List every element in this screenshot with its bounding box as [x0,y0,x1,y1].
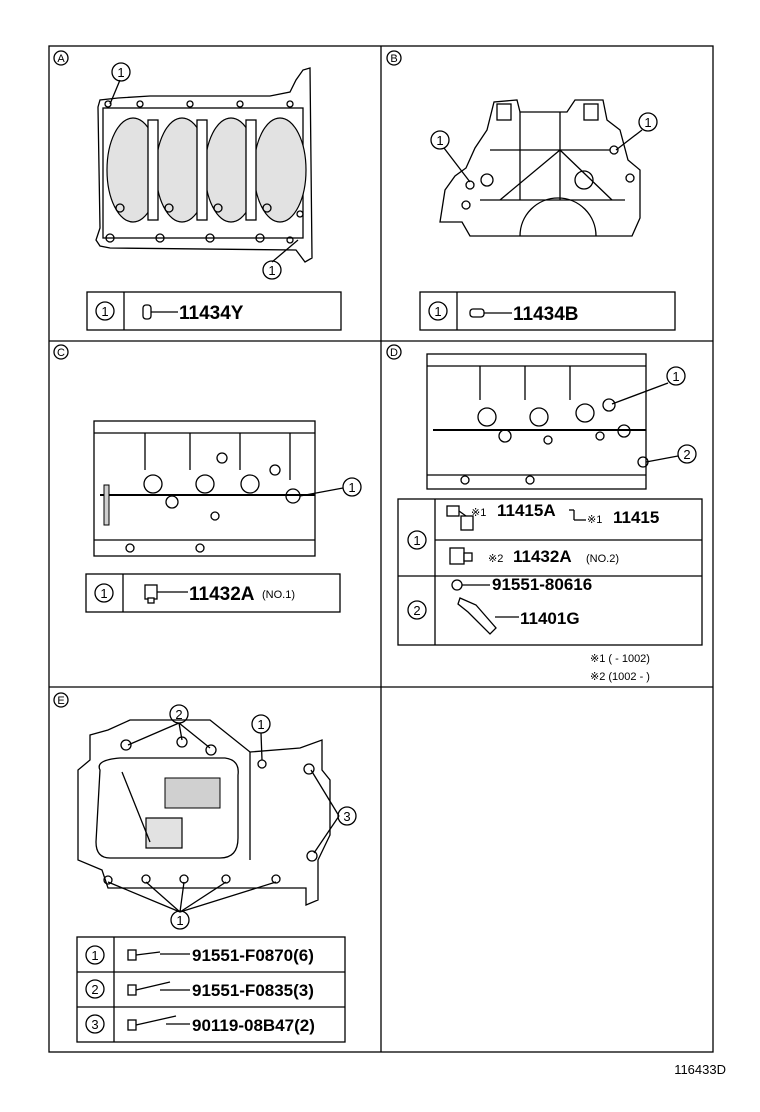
svg-text:B: B [390,53,397,65]
section-letter-c: C [53,344,69,360]
svg-text:1: 1 [257,717,264,732]
svg-text:91551-F0835(3): 91551-F0835(3) [192,981,314,1000]
svg-text:1: 1 [413,533,420,548]
svg-text:1: 1 [672,369,679,384]
bolt-icon [127,949,190,961]
section-letter-d: D [386,344,402,360]
bolt-icon [451,579,463,591]
svg-text:11415: 11415 [613,508,659,527]
svg-text:※2 (1002 - ): ※2 (1002 - ) [590,671,650,683]
sensor-icon [446,505,460,517]
svg-text:※1: ※1 [471,507,486,519]
callout-b-1-right: 1 [615,112,658,151]
knock-sensor-icon [449,547,465,565]
callout-e-1-bottom: 1 [107,881,277,930]
svg-text:2: 2 [683,447,690,462]
callout-a-1-top: 1 [109,62,131,105]
oil-pan-view [77,719,331,906]
engine-block-end-view [439,99,641,237]
svg-text:※1 ( - 1002): ※1 ( - 1002) [590,653,650,665]
bolt-icon [127,981,190,996]
svg-text:3: 3 [343,809,350,824]
bolt-icon [127,1015,190,1031]
svg-text:1: 1 [176,913,183,928]
parts-table-a: 1 11434Y [86,291,342,331]
knock-sensor-icon [144,584,158,600]
svg-text:11432A: 11432A [513,547,572,566]
svg-text:1: 1 [348,480,355,495]
section-letter-e: E [53,692,69,708]
svg-text:11415A: 11415A [497,501,556,520]
callout-e-2: 2 [127,704,211,749]
svg-text:C: C [57,347,65,359]
svg-text:1: 1 [101,304,108,319]
svg-text:2: 2 [175,707,182,722]
svg-text:A: A [57,53,65,65]
engine-block-side-view-c [93,420,316,557]
section-letter-b: B [386,50,402,66]
callout-d-1: 1 [611,366,686,405]
parts-table-c: 1 11432A (NO.1) [85,573,341,613]
dowel-pin-icon [469,308,485,318]
parts-table-e: 1 2 3 91551-F0870(6) 91551-F0835(3) 9011… [76,936,346,1043]
drawing-code: 116433D [674,1062,726,1077]
engine-block-side-view-d [426,353,649,490]
svg-text:1: 1 [434,304,441,319]
callout-b-1-left: 1 [430,130,471,183]
svg-text:3: 3 [91,1017,98,1032]
svg-text:2: 2 [413,603,420,618]
svg-text:1: 1 [436,133,443,148]
svg-text:※1: ※1 [587,514,602,526]
svg-text:1: 1 [644,115,651,130]
svg-text:1: 1 [268,263,275,278]
callout-a-1-bottom: 1 [262,239,299,280]
engine-block-top-view [95,67,313,263]
svg-text:1: 1 [117,65,124,80]
svg-text:11432A: 11432A [189,584,255,605]
svg-text:(NO.2): (NO.2) [586,553,619,565]
svg-text:(NO.1): (NO.1) [262,589,295,601]
section-letter-a: A [53,50,69,66]
callout-e-3: 3 [310,769,357,854]
parts-table-b: 1 11434B [419,291,676,331]
svg-text:1: 1 [100,586,107,601]
svg-text:E: E [57,695,64,707]
svg-text:91551-F0870(6): 91551-F0870(6) [192,946,314,965]
callout-d-2: 2 [645,444,697,464]
svg-text:※2: ※2 [488,553,503,565]
svg-text:1: 1 [91,948,98,963]
dowel-pin-icon [142,304,152,320]
svg-text:11434B: 11434B [513,304,579,325]
serial-range-notes: ※1 ( - 1002) ※2 (1002 - ) [590,653,650,683]
callout-e-1-top: 1 [251,714,271,761]
svg-text:11401G: 11401G [520,609,580,628]
svg-text:11434Y: 11434Y [179,303,244,324]
svg-text:90119-08B47(2): 90119-08B47(2) [192,1016,315,1035]
oil-jet-icon [457,597,497,635]
svg-text:2: 2 [91,982,98,997]
callout-c-1: 1 [299,477,362,497]
panel-grid [48,45,714,1053]
svg-text:91551-80616: 91551-80616 [492,575,592,594]
svg-text:D: D [390,347,398,359]
parts-table-d: 1 2 ※1 11415A ※1 11415 ※2 11432A (NO.2) … [397,498,703,646]
